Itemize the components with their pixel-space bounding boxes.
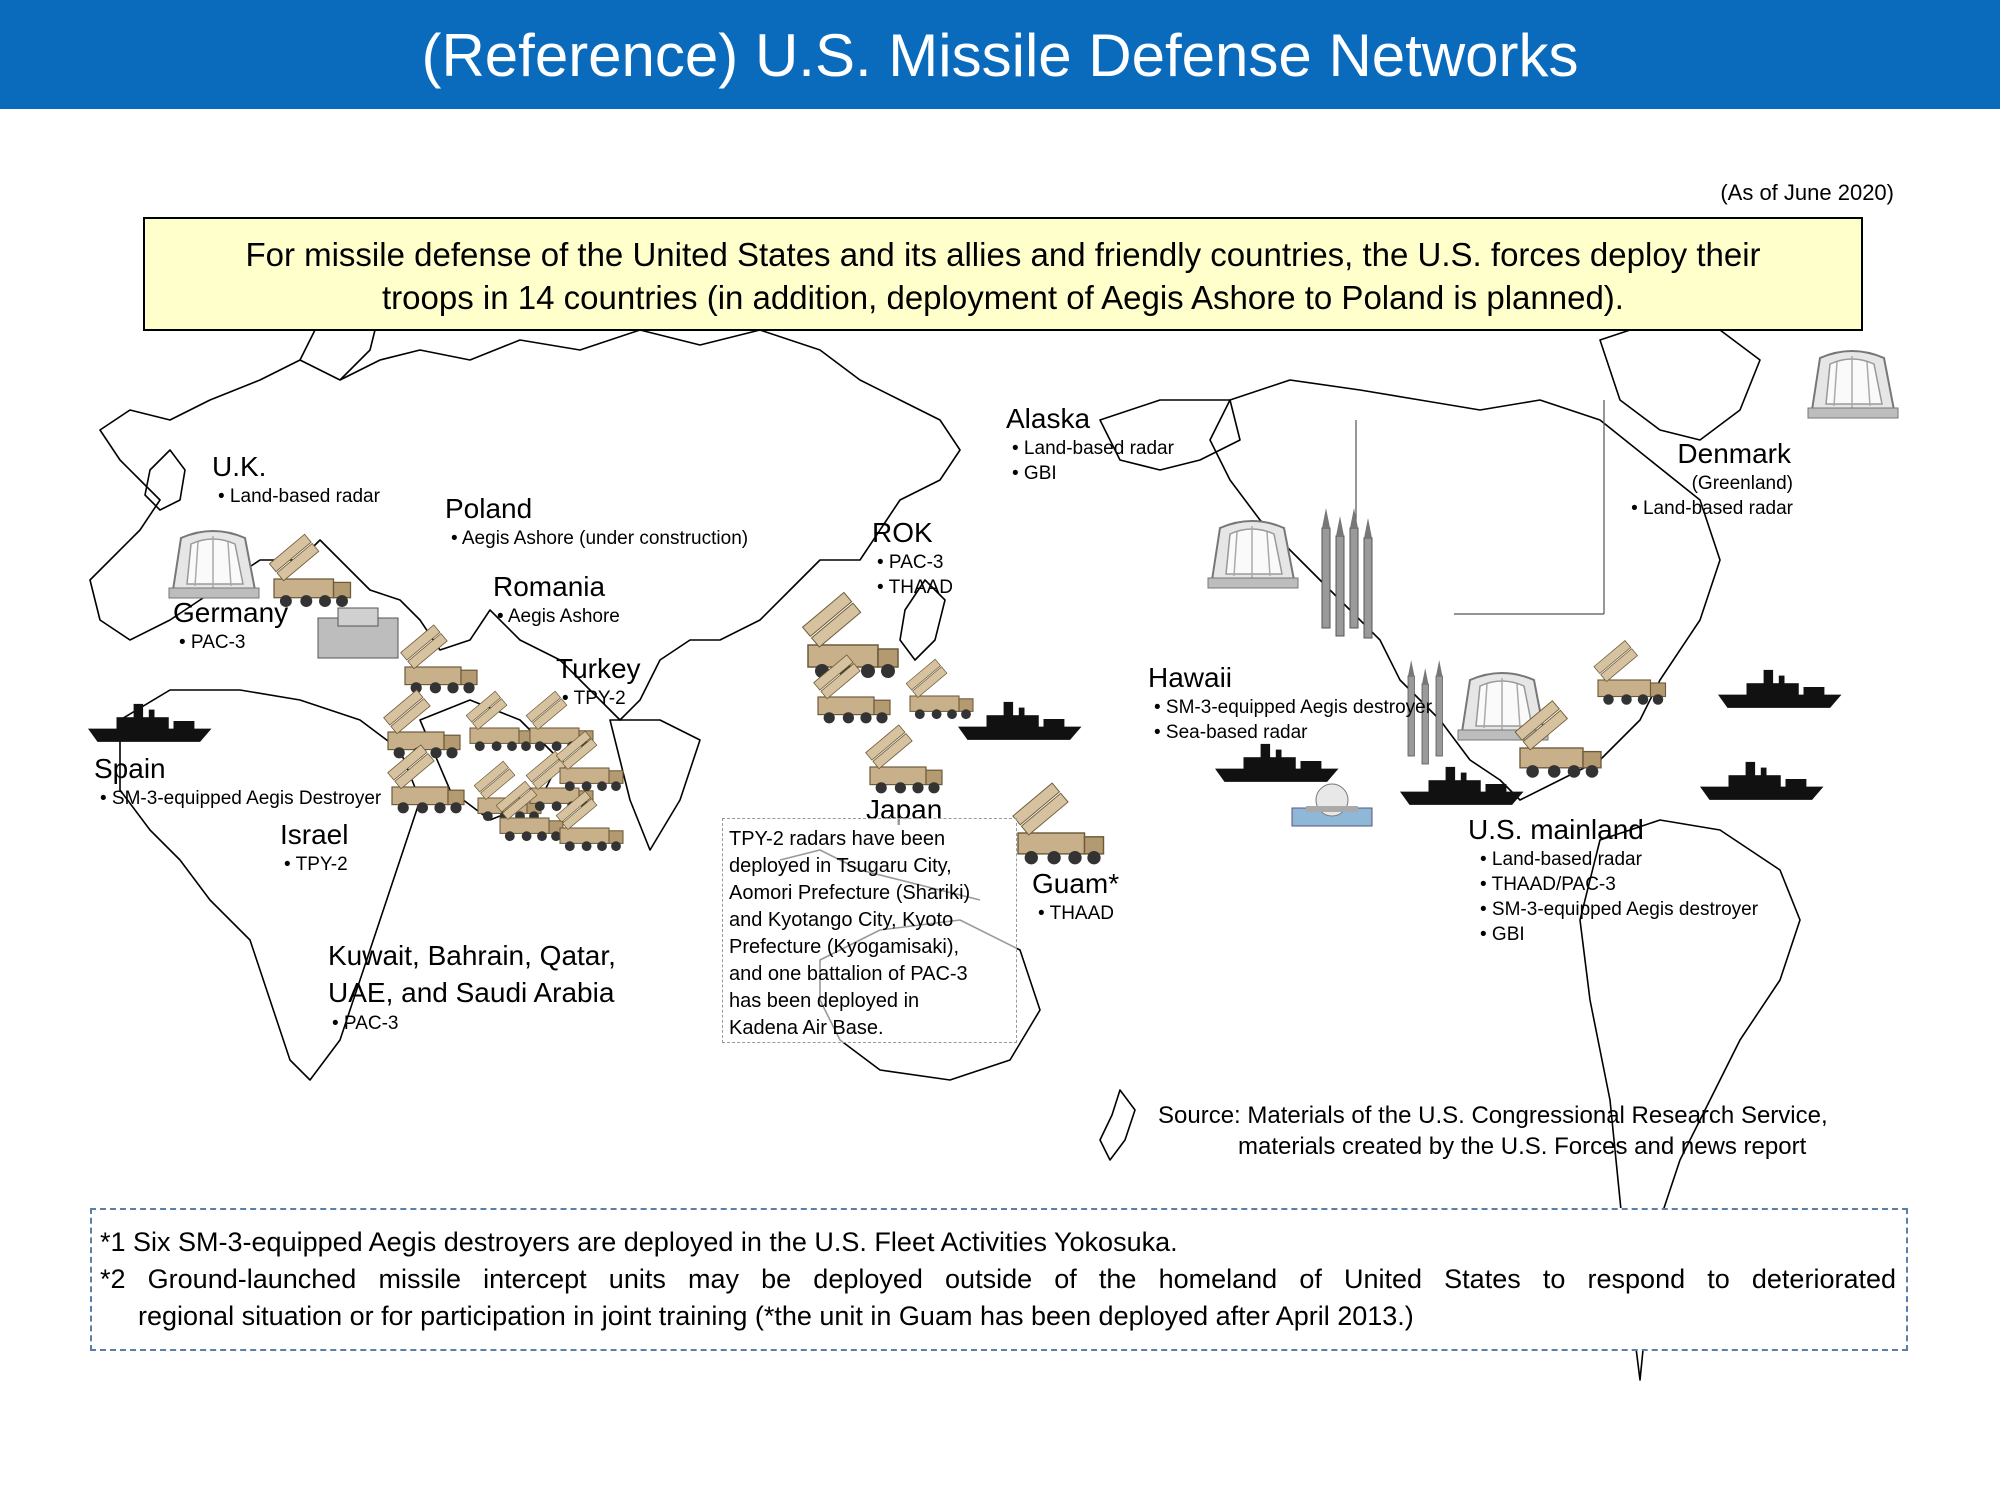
location-name: UAE, and Saudi Arabia bbox=[328, 977, 615, 1008]
summary-line-2: troops in 14 countries (in addition, dep… bbox=[382, 279, 1624, 316]
summary-box: For missile defense of the United States… bbox=[143, 217, 1863, 331]
location-name: U.K. bbox=[212, 451, 267, 482]
location-name: Germany bbox=[173, 597, 289, 628]
location-item: • Land-based radar bbox=[1631, 498, 1793, 519]
page-title: (Reference) U.S. Missile Defense Network… bbox=[421, 22, 1579, 89]
location-item: • PAC-3 bbox=[332, 1013, 399, 1034]
label-gulf-states: Kuwait, Bahrain, Qatar, UAE, and Saudi A… bbox=[328, 937, 616, 1036]
location-name: Poland bbox=[445, 493, 533, 524]
sea-based-radar-icon bbox=[1291, 783, 1373, 827]
japan-note-line: Aomori Prefecture (Shariki) bbox=[729, 882, 971, 904]
footnote-1: *1 Six SM-3-equipped Aegis destroyers ar… bbox=[100, 1227, 1178, 1257]
radar-dome-icon bbox=[168, 530, 260, 599]
source-line-2: materials created by the U.S. Forces and… bbox=[1238, 1133, 1807, 1160]
location-item: • THAAD bbox=[877, 577, 953, 598]
location-item: • TPY-2 bbox=[284, 854, 348, 875]
location-item: • GBI bbox=[1480, 924, 1525, 945]
title-banner: (Reference) U.S. Missile Defense Network… bbox=[0, 0, 2000, 109]
label-us-mainland: U.S. mainland • Land-based radar • THAAD… bbox=[1468, 813, 1758, 947]
location-item: • Sea-based radar bbox=[1154, 722, 1308, 743]
location-name: Hawaii bbox=[1148, 662, 1233, 693]
location-item: • Land-based radar bbox=[1012, 438, 1174, 459]
location-item: • SM-3-equipped Aegis destroyer bbox=[1480, 899, 1759, 920]
label-spain: Spain • SM-3-equipped Aegis Destroyer bbox=[94, 752, 381, 811]
footnote-2-continued: regional situation or for participation … bbox=[138, 1301, 1414, 1331]
label-romania: Romania • Aegis Ashore bbox=[493, 570, 620, 629]
label-uk: U.K. • Land-based radar bbox=[212, 450, 380, 509]
japan-note-line: has been deployed in bbox=[729, 990, 920, 1012]
location-name: Denmark bbox=[1677, 438, 1791, 469]
label-germany: Germany • PAC-3 bbox=[173, 596, 288, 655]
location-name: Turkey bbox=[556, 653, 641, 684]
japan-note-line: and Kyotango City, Kyoto bbox=[729, 909, 954, 931]
location-item: • Land-based radar bbox=[218, 486, 380, 507]
location-item: • Land-based radar bbox=[1480, 849, 1642, 870]
location-item: • TPY-2 bbox=[562, 688, 626, 709]
location-item: • PAC-3 bbox=[877, 552, 944, 573]
location-item: • Aegis Ashore (under construction) bbox=[451, 528, 749, 549]
label-guam: Guam* • THAAD bbox=[1032, 867, 1119, 926]
location-item: • GBI bbox=[1012, 463, 1057, 484]
location-name: Romania bbox=[493, 571, 606, 602]
location-name: Kuwait, Bahrain, Qatar, bbox=[328, 940, 616, 971]
label-rok: ROK • PAC-3 • THAAD bbox=[872, 516, 953, 600]
aegis-ashore-icon bbox=[317, 607, 399, 659]
location-item: • THAAD/PAC-3 bbox=[1480, 874, 1616, 895]
location-item: • THAAD bbox=[1038, 903, 1114, 924]
japan-note-box: TPY-2 radars have been deployed in Tsuga… bbox=[722, 818, 1017, 1043]
source-line-1: Source: Materials of the U.S. Congressio… bbox=[1158, 1102, 1828, 1129]
location-item: • SM-3-equipped Aegis destroyer bbox=[1154, 697, 1433, 718]
footnote-2: *2 Ground-launched missile intercept uni… bbox=[100, 1264, 1896, 1294]
location-item: • SM-3-equipped Aegis Destroyer bbox=[100, 788, 382, 809]
location-name: Spain bbox=[94, 753, 166, 784]
japan-note-line: Kadena Air Base. bbox=[729, 1017, 884, 1039]
japan-note-line: and one battalion of PAC-3 bbox=[729, 963, 968, 985]
japan-note-line: TPY-2 radars have been bbox=[729, 828, 946, 850]
location-item: • PAC-3 bbox=[179, 632, 246, 653]
gbi-missile-icon bbox=[1321, 507, 1373, 639]
as-of-date: (As of June 2020) bbox=[1720, 180, 1894, 205]
missile-launcher-icon bbox=[268, 533, 1667, 866]
radar-dome-icon bbox=[1207, 520, 1299, 589]
location-item: • Aegis Ashore bbox=[497, 606, 620, 627]
label-hawaii: Hawaii • SM-3-equipped Aegis destroyer •… bbox=[1148, 661, 1432, 745]
japan-note-line: Prefecture (Kyogamisaki), bbox=[729, 936, 960, 958]
location-name: Alaska bbox=[1006, 403, 1091, 434]
label-turkey: Turkey • TPY-2 bbox=[556, 652, 641, 711]
location-name: ROK bbox=[872, 517, 933, 548]
label-alaska: Alaska • Land-based radar • GBI bbox=[1006, 402, 1174, 486]
label-denmark: Denmark (Greenland) • Land-based radar bbox=[1600, 437, 1793, 521]
label-poland: Poland • Aegis Ashore (under constructio… bbox=[445, 492, 748, 551]
source-note: Source: Materials of the U.S. Congressio… bbox=[1158, 1100, 1828, 1162]
location-sub: (Greenland) bbox=[1691, 473, 1793, 494]
japan-note-line: deployed in Tsugaru City, bbox=[729, 855, 952, 877]
location-name: Israel bbox=[280, 819, 349, 850]
radar-dome-icon bbox=[1807, 350, 1899, 419]
location-name: Guam* bbox=[1032, 868, 1120, 899]
label-israel: Israel • TPY-2 bbox=[280, 818, 348, 877]
location-name: U.S. mainland bbox=[1468, 814, 1644, 845]
footnotes-box: *1 Six SM-3-equipped Aegis destroyers ar… bbox=[90, 1208, 1908, 1351]
summary-line-1: For missile defense of the United States… bbox=[245, 236, 1761, 273]
